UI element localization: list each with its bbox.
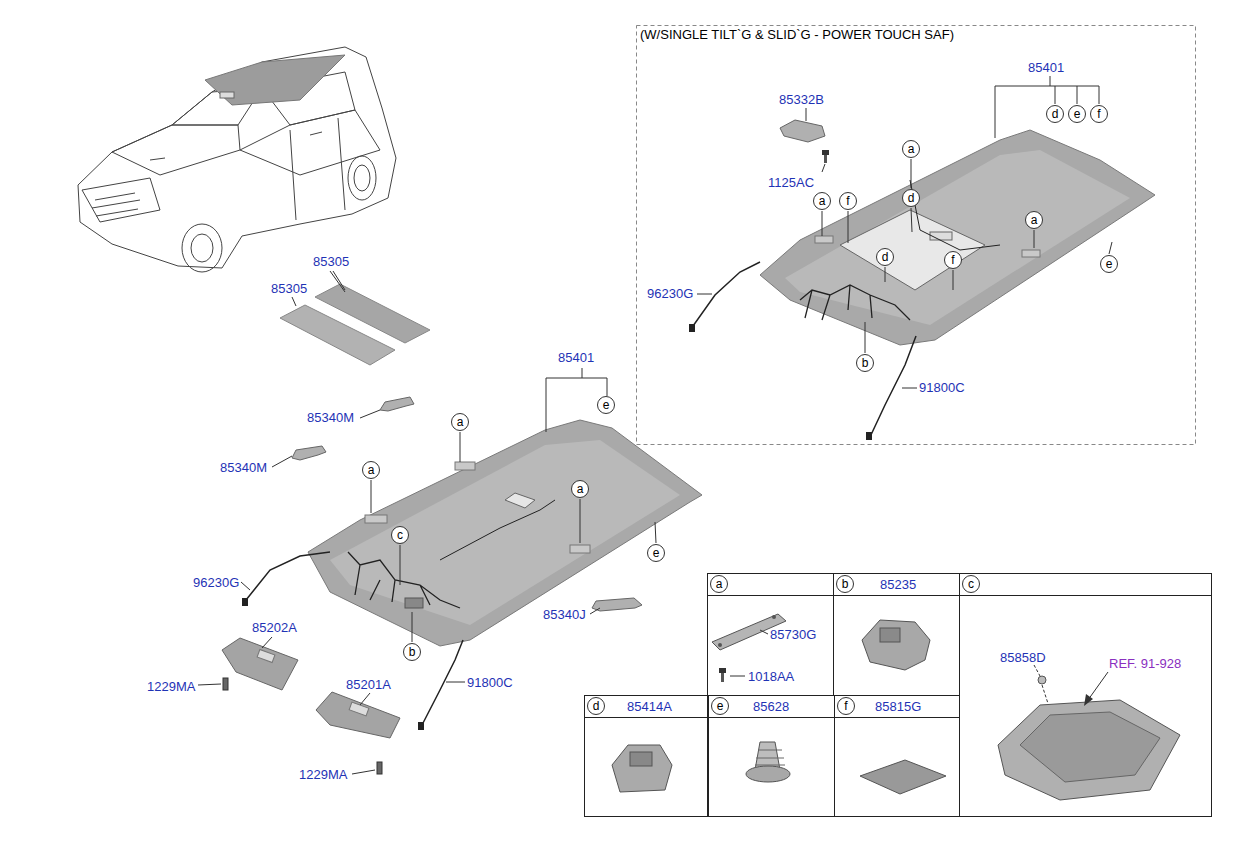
- callout-letter: d: [882, 251, 889, 263]
- callout-circle: d: [876, 248, 894, 266]
- callout-letter: f: [846, 195, 849, 207]
- callout-circle: a: [1025, 211, 1043, 229]
- callout-letter: d: [908, 192, 915, 204]
- part-number: 85202A: [252, 620, 297, 635]
- callout-circle: f: [837, 697, 855, 715]
- callout-circle: e: [1068, 105, 1086, 123]
- part-number: 85340J: [543, 607, 586, 622]
- callout-circle: b: [836, 575, 854, 593]
- part-number: 85730G: [770, 627, 816, 642]
- callout-letter: f: [951, 254, 954, 266]
- callout-circle: b: [856, 354, 874, 372]
- part-number: 85305: [313, 254, 349, 269]
- callout-letter: c: [397, 529, 403, 541]
- table-cell: 85235 b: [833, 573, 959, 695]
- callout-letter: a: [716, 578, 723, 590]
- part-number: 1018AA: [748, 669, 794, 684]
- callout-circle: b: [403, 643, 421, 661]
- variant-panel: (W/SINGLE TILT`G & SLID`G - POWER TOUCH …: [636, 25, 1196, 445]
- part-number: 85858D: [1000, 650, 1046, 665]
- part-number: 91800C: [919, 380, 965, 395]
- callout-circle: a: [902, 140, 920, 158]
- part-number: 1229MA: [147, 679, 195, 694]
- callout-letter: e: [1074, 108, 1081, 120]
- part-number: 85340M: [307, 410, 354, 425]
- callout-letter: e: [603, 399, 610, 411]
- callout-letter: e: [717, 700, 724, 712]
- callout-circle: a: [362, 461, 380, 479]
- part-number: 85815G: [875, 699, 921, 714]
- table-cell: 85628 e: [708, 695, 834, 817]
- table-cell: 85815G f: [834, 695, 960, 817]
- callout-circle: e: [597, 396, 615, 414]
- part-number: 96230G: [647, 286, 693, 301]
- callout-circle: a: [710, 575, 728, 593]
- part-number: 85340M: [220, 460, 267, 475]
- callout-letter: b: [862, 357, 869, 369]
- callout-circle: e: [711, 697, 729, 715]
- callout-letter: a: [457, 416, 464, 428]
- callout-circle: f: [1090, 105, 1108, 123]
- callout-letter: d: [1052, 108, 1059, 120]
- callout-circle: c: [962, 575, 980, 593]
- part-number: 85401: [558, 350, 594, 365]
- callout-letter: a: [577, 483, 584, 495]
- callout-letter: c: [968, 578, 974, 590]
- part-number: REF. 91-928: [1109, 656, 1181, 671]
- callout-letter: a: [908, 143, 915, 155]
- part-number: 85305: [271, 281, 307, 296]
- callout-letter: b: [409, 646, 416, 658]
- panel-heading: (W/SINGLE TILT`G & SLID`G - POWER TOUCH …: [640, 27, 954, 42]
- part-number: 1229MA: [299, 767, 347, 782]
- callout-circle: e: [1100, 255, 1118, 273]
- callout-circle: f: [839, 192, 857, 210]
- table-cell: 85730G 1018AA a: [707, 573, 833, 695]
- callout-letter: f: [1097, 108, 1100, 120]
- callout-letter: f: [844, 700, 847, 712]
- callout-letter: d: [593, 700, 600, 712]
- callout-circle: c: [391, 526, 409, 544]
- callout-letter: b: [842, 578, 849, 590]
- table-cell: 85858D REF. 91-928 c: [959, 573, 1212, 817]
- callout-circle: a: [451, 413, 469, 431]
- callout-circle: d: [587, 697, 605, 715]
- callout-letter: a: [368, 464, 375, 476]
- callout-circle: e: [647, 544, 665, 562]
- callout-circle: d: [902, 189, 920, 207]
- table-cell: 85414A d: [584, 695, 708, 817]
- part-number: 85414A: [627, 699, 672, 714]
- callout-letter: e: [653, 547, 660, 559]
- part-number: 85401: [1028, 60, 1064, 75]
- part-number: 1125AC: [768, 175, 814, 190]
- part-number: 96230G: [193, 575, 239, 590]
- part-number: 91800C: [467, 675, 513, 690]
- part-number: 85628: [753, 699, 789, 714]
- callout-letter: a: [1031, 214, 1038, 226]
- part-number: 85235: [880, 577, 916, 592]
- callout-circle: a: [813, 192, 831, 210]
- callout-circle: d: [1046, 105, 1064, 123]
- callout-circle: a: [571, 480, 589, 498]
- part-number: 85332B: [779, 92, 824, 107]
- callout-letter: e: [1106, 258, 1113, 270]
- callout-letter: a: [819, 195, 826, 207]
- callout-circle: f: [944, 251, 962, 269]
- part-number: 85201A: [346, 677, 391, 692]
